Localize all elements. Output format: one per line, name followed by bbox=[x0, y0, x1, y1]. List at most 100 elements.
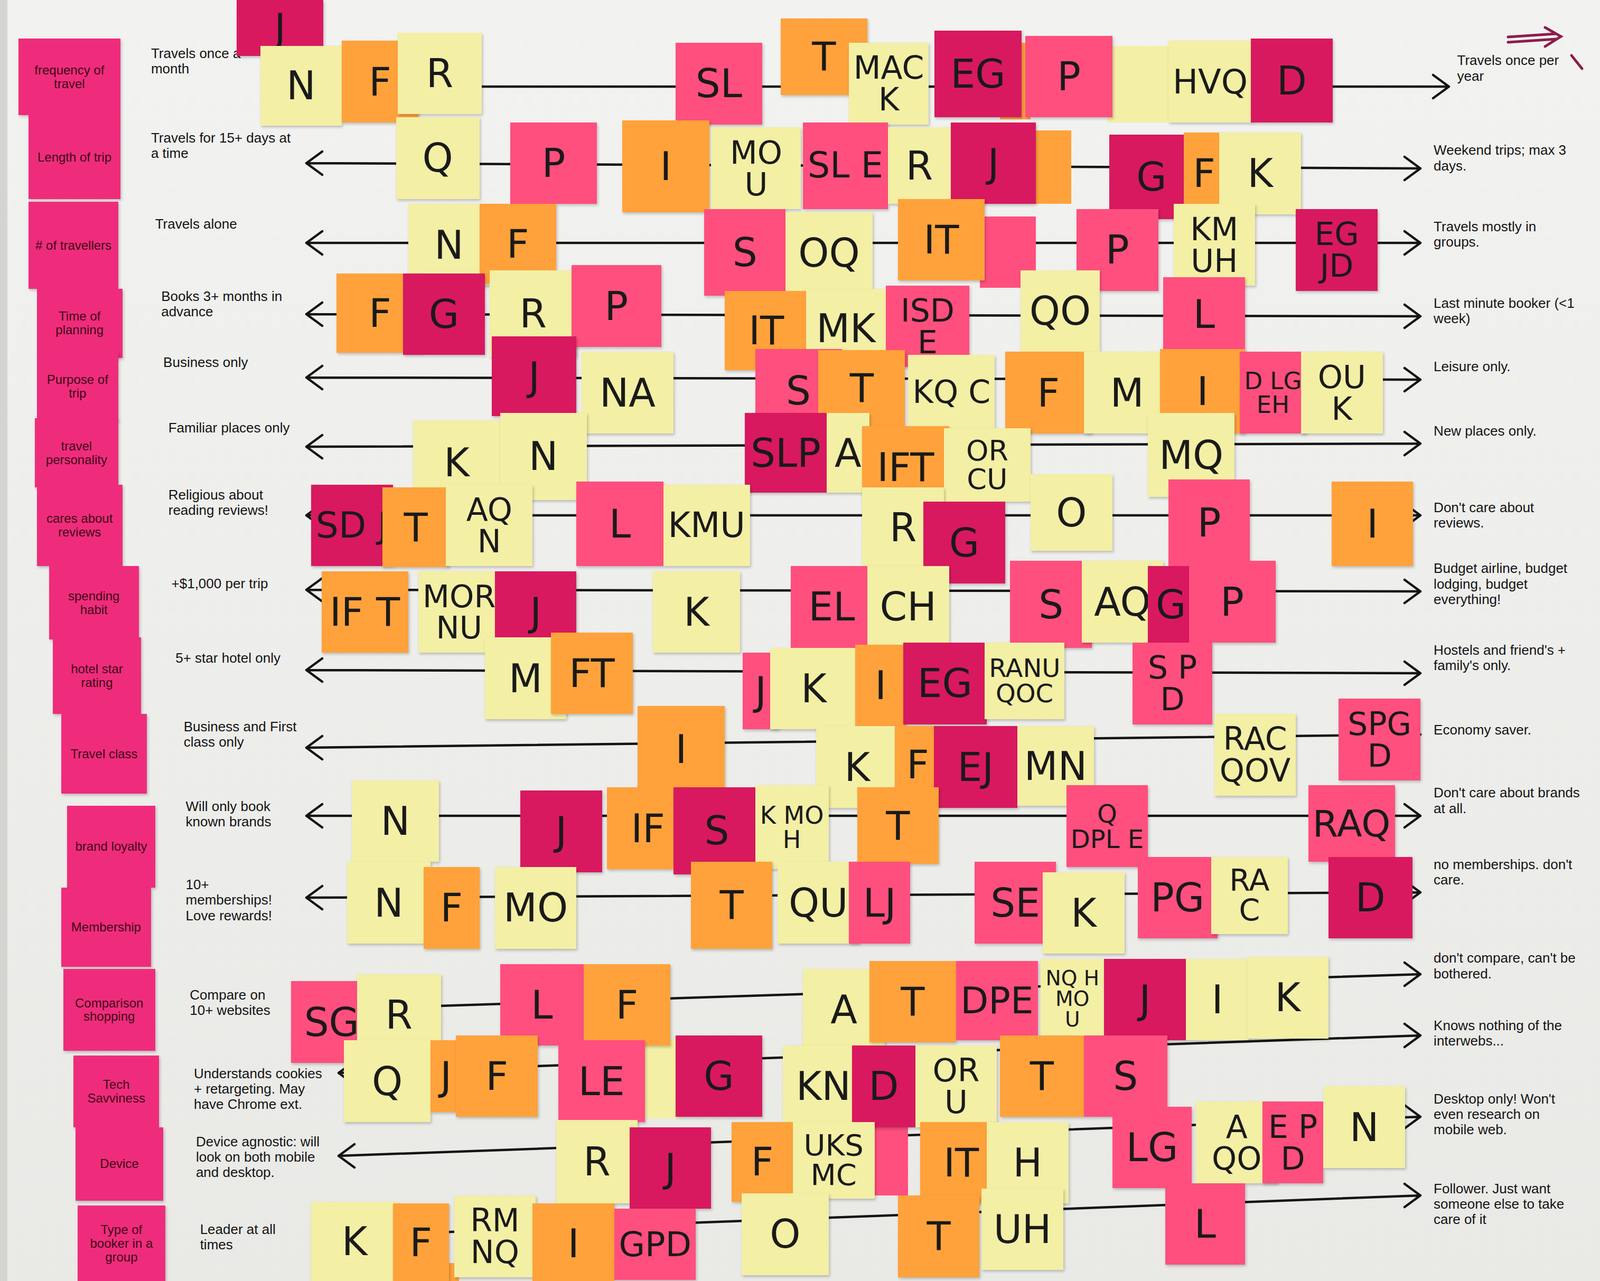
sticky-note: RM NQ bbox=[454, 1195, 537, 1278]
respondent-letters: R bbox=[493, 294, 573, 334]
respondent-letters: R bbox=[560, 1142, 634, 1182]
sticky-note: KMU bbox=[663, 484, 751, 567]
respondent-letters: S bbox=[1088, 1056, 1164, 1097]
sticky-note: KM UH bbox=[1173, 203, 1256, 286]
sticky-note: K bbox=[311, 1202, 398, 1281]
respondent-letters: T bbox=[695, 885, 769, 925]
axis-end-label: Will only book known brands bbox=[185, 799, 298, 830]
category-note: brand loyalty bbox=[67, 806, 155, 888]
axis-end-label: Religious about reading reviews! bbox=[168, 487, 296, 519]
sticky-note: EJ bbox=[933, 726, 1018, 809]
sticky-note: EG bbox=[903, 642, 987, 725]
axis-end-label: no memberships. don't care. bbox=[1433, 857, 1582, 888]
sticky-note: R bbox=[556, 1120, 639, 1204]
sticky-note: EG bbox=[934, 30, 1022, 118]
respondent-letters: E P D bbox=[1266, 1111, 1320, 1175]
sticky-note: RANU QOC bbox=[984, 642, 1065, 720]
axis-end-label: Weekend trips; max 3 days. bbox=[1433, 142, 1582, 174]
sticky-note: N bbox=[347, 862, 431, 944]
sticky-note: UKS MC bbox=[792, 1122, 875, 1200]
respondent-letters: SPG D bbox=[1342, 708, 1417, 772]
sticky-note: OR U bbox=[915, 1045, 998, 1128]
respondent-letters: G bbox=[1152, 585, 1190, 625]
sticky-note: S P D bbox=[1132, 642, 1213, 725]
sticky-note: R bbox=[397, 32, 482, 115]
respondent-letters: MOR NU bbox=[422, 581, 497, 644]
sticky-note: OU K bbox=[1301, 351, 1383, 434]
sticky-note: AQ N bbox=[445, 484, 533, 567]
respondent-letters: Q bbox=[400, 138, 476, 178]
respondent-letters: J bbox=[240, 8, 320, 48]
respondent-letters: MN bbox=[1021, 746, 1090, 787]
sticky-note: F bbox=[583, 964, 671, 1047]
sticky-note: J bbox=[1103, 959, 1186, 1042]
respondent-letters: SLP bbox=[749, 433, 823, 473]
respondent-letters: I bbox=[536, 1224, 611, 1264]
category-note: Type of booker in a group bbox=[77, 1205, 166, 1281]
respondent-letters: OR CU bbox=[948, 436, 1027, 494]
respondent-letters: F bbox=[483, 224, 552, 264]
respondent-letters: R bbox=[401, 53, 477, 93]
sticky-note: J bbox=[491, 336, 577, 417]
respondent-letters: J bbox=[524, 811, 598, 851]
axis-end-label: Budget airline, budget lodging, budget e… bbox=[1433, 560, 1582, 607]
respondent-letters: L bbox=[580, 504, 659, 544]
category-note: cares about reviews bbox=[36, 484, 123, 567]
respondent-letters: O bbox=[1034, 493, 1109, 533]
respondent-letters: P bbox=[1172, 503, 1247, 543]
axis-end-label: Economy saver. bbox=[1433, 722, 1582, 738]
sticky-note: L bbox=[576, 481, 663, 567]
respondent-letters: EG bbox=[907, 663, 983, 704]
respondent-letters: I bbox=[626, 146, 705, 186]
sticky-note: J bbox=[950, 122, 1036, 205]
axis-end-label: Leader at all times bbox=[200, 1222, 303, 1253]
axis-end-label: Last minute booker (<1 week) bbox=[1433, 295, 1582, 327]
axis-end-label: Knows nothing of the interwebs... bbox=[1433, 1018, 1582, 1050]
respondent-letters: LJ bbox=[853, 883, 906, 923]
sticky-note: SLP bbox=[744, 413, 827, 493]
respondent-letters: I bbox=[641, 730, 720, 770]
sticky-note: UH bbox=[981, 1189, 1064, 1271]
respondent-letters: J bbox=[434, 1056, 457, 1097]
respondent-letters: P bbox=[1193, 582, 1272, 622]
respondent-letters: I bbox=[1164, 371, 1241, 411]
respondent-letters: EL bbox=[794, 587, 869, 627]
category-note: spending habit bbox=[49, 566, 139, 640]
sticky-note: I bbox=[532, 1203, 615, 1281]
axis-end-label: Don't care about brands at all. bbox=[1433, 785, 1582, 817]
respondent-letters: QU bbox=[781, 883, 856, 923]
axis-end-label: Leisure only. bbox=[1433, 359, 1582, 375]
sticky-note: D bbox=[1328, 857, 1412, 940]
sticky-note: P bbox=[571, 265, 662, 348]
respondent-letters: M bbox=[1088, 373, 1167, 413]
respondent-letters: KM UH bbox=[1177, 213, 1252, 277]
category-text: travel personality bbox=[38, 439, 115, 467]
respondent-letters: EG JD bbox=[1299, 218, 1374, 282]
respondent-letters: P bbox=[514, 143, 593, 183]
respondent-letters: OQ bbox=[789, 233, 868, 273]
sticky-note: F bbox=[423, 867, 480, 950]
respondent-letters: N bbox=[412, 225, 486, 265]
respondent-letters: MO U bbox=[715, 136, 797, 201]
sticky-note: LE bbox=[558, 1040, 645, 1123]
respondent-letters: D bbox=[856, 1067, 912, 1107]
respondent-letters: F bbox=[427, 888, 476, 928]
sticky-note: J bbox=[520, 790, 603, 873]
respondent-letters: T bbox=[1004, 1056, 1080, 1097]
respondent-letters: G bbox=[679, 1056, 759, 1097]
respondent-letters: I bbox=[1335, 504, 1410, 544]
category-note: Length of trip bbox=[28, 115, 121, 199]
respondent-letters: P bbox=[1080, 230, 1155, 270]
category-text: Device bbox=[79, 1157, 160, 1172]
sticky-note: K bbox=[1042, 872, 1125, 955]
respondent-letters: K bbox=[657, 592, 736, 632]
sticky-note: R bbox=[887, 127, 952, 204]
sticky-note: T bbox=[857, 787, 940, 865]
respondent-letters: OR U bbox=[919, 1054, 994, 1119]
sticky-note: T bbox=[897, 1195, 980, 1278]
respondent-letters: MO bbox=[499, 888, 573, 928]
respondent-letters: KMU bbox=[667, 508, 746, 543]
sticky-note: FT bbox=[550, 632, 633, 715]
respondent-letters: R bbox=[361, 995, 437, 1035]
